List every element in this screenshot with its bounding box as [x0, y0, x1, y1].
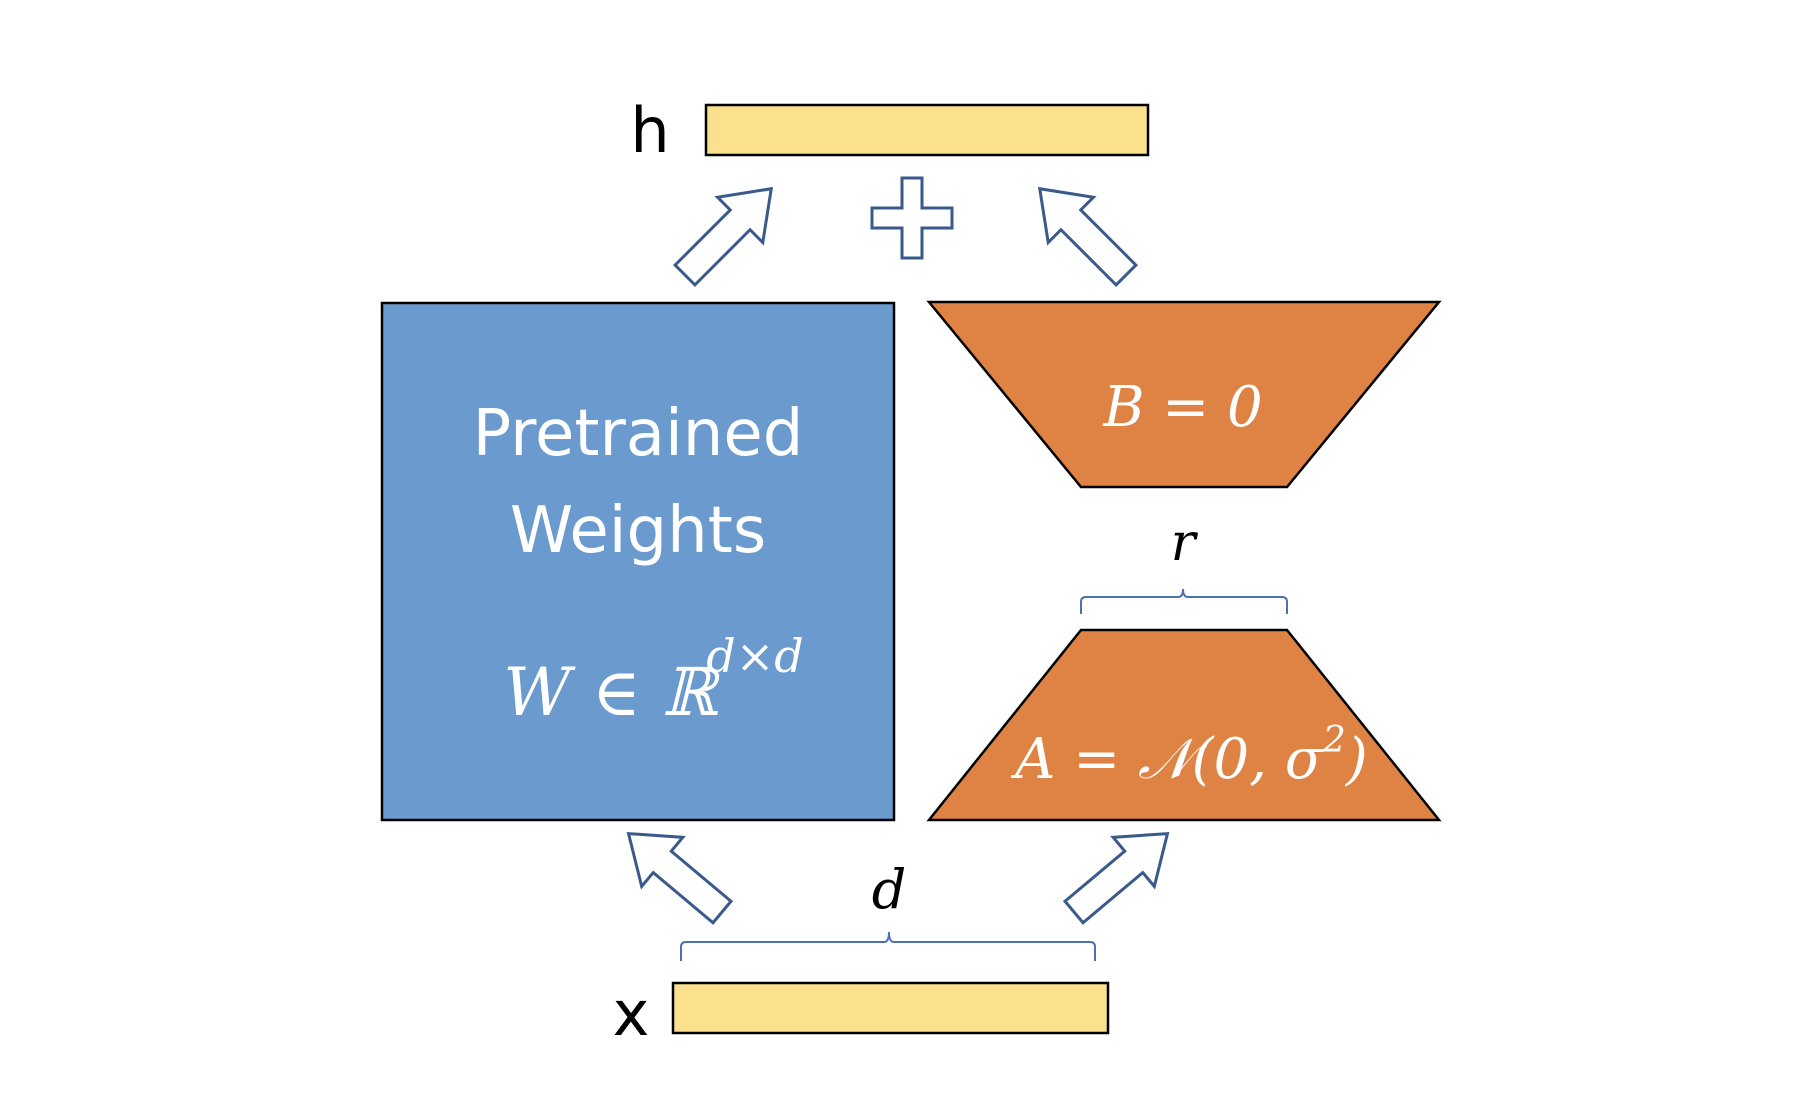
pretrained-formula-superscript: d×d — [706, 629, 803, 683]
pretrained-weights-block — [380, 301, 896, 822]
matrix-a-formula: A = 𝒩(0, σ2) — [1010, 720, 1368, 792]
matrix-a-formula-superscript: 2 — [1322, 720, 1346, 761]
matrix-b-block — [926, 300, 1442, 489]
arrow-up-left-icon — [1015, 164, 1151, 300]
rank-label: r — [1171, 513, 1199, 573]
output-vector-h — [704, 103, 1150, 157]
arrow-up-right-icon — [660, 164, 796, 300]
input-label: x — [613, 977, 650, 1050]
output-label: h — [630, 94, 669, 167]
dimension-brace — [680, 931, 1096, 961]
matrix-a-formula-end: ) — [1345, 727, 1368, 792]
matrix-a-block — [926, 628, 1442, 822]
pretrained-label-line2: Weights — [510, 494, 766, 568]
input-vector-x — [671, 981, 1110, 1035]
arrow-up-right-icon — [1051, 807, 1190, 939]
pretrained-label-line1: Pretrained — [473, 397, 804, 471]
pretrained-formula: W ∈ ℝ — [503, 654, 721, 731]
rank-brace — [1080, 588, 1288, 614]
matrix-a-formula-main: A = 𝒩(0, σ — [1010, 727, 1325, 792]
arrow-up-left-icon — [606, 807, 745, 939]
matrix-b-formula: B = 0 — [1102, 375, 1262, 440]
plus-icon — [870, 176, 954, 260]
dimension-label: d — [872, 858, 907, 921]
